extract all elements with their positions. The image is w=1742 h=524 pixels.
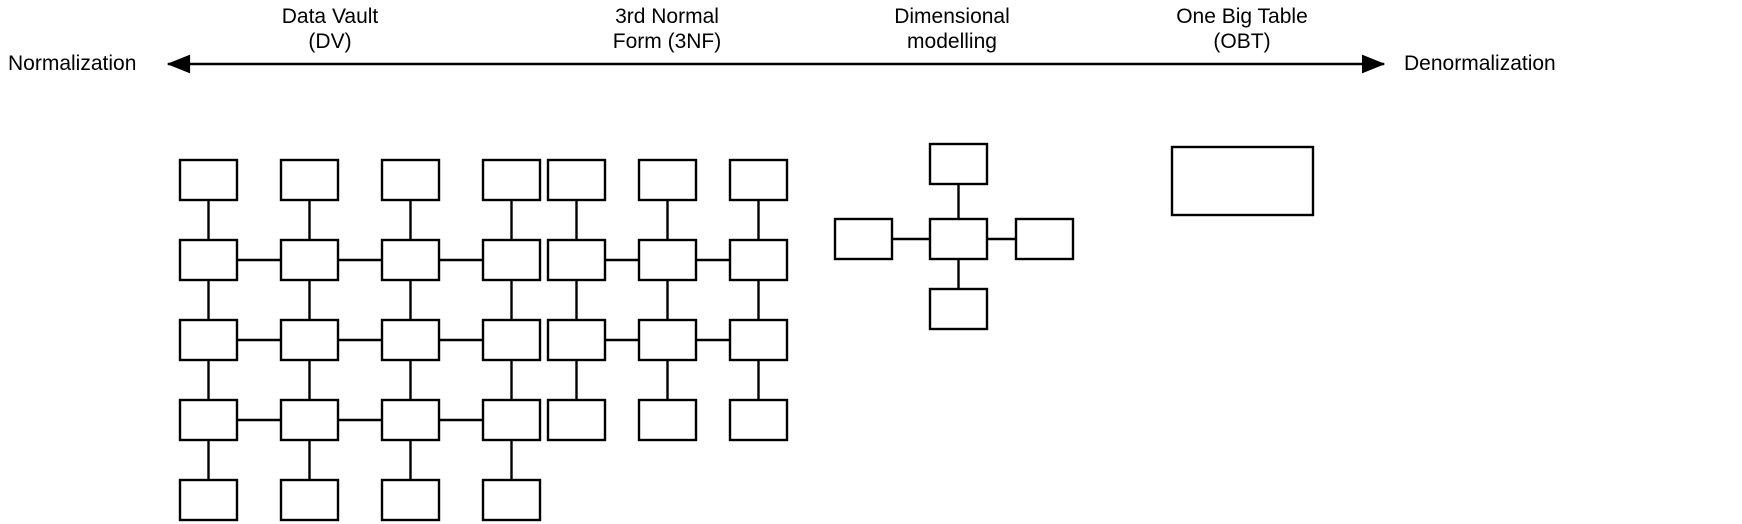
normalization-axis-arrow xyxy=(166,54,1386,74)
stage-title-data-vault: Data Vault (DV) xyxy=(281,5,379,53)
data-vault-grid-node xyxy=(380,398,441,442)
data-vault-grid-node xyxy=(178,158,239,202)
third-normal-form-grid-node xyxy=(546,238,607,282)
dimensional-star-node-fact-top xyxy=(928,142,989,186)
data-vault-grid-node xyxy=(279,478,340,522)
data-vault-grid-node xyxy=(279,398,340,442)
data-vault-grid-node xyxy=(481,158,542,202)
third-normal-form-grid-node xyxy=(637,398,698,442)
third-normal-form-grid-node xyxy=(728,238,789,282)
data-vault-grid-node xyxy=(380,478,441,522)
third-normal-form-grid-node xyxy=(637,238,698,282)
dimensional-star-center-node xyxy=(928,217,989,261)
stage-title-third-normal-form: 3rd Normal Form (3NF) xyxy=(612,5,722,53)
data-vault-grid-node xyxy=(380,318,441,362)
axis-label-denormalization: Denormalization xyxy=(1404,52,1556,75)
third-normal-form-grid-node xyxy=(546,398,607,442)
data-vault-grid-node xyxy=(178,398,239,442)
data-vault-grid-node xyxy=(279,158,340,202)
dimensional-star-node-dim-right xyxy=(1014,217,1075,261)
one-big-table-box-node xyxy=(1170,145,1315,217)
dimensional-star-node-dim-left xyxy=(833,217,894,261)
third-normal-form-grid-node xyxy=(637,158,698,202)
axis-label-normalization: Normalization xyxy=(8,52,137,75)
third-normal-form-grid-node xyxy=(637,318,698,362)
third-normal-form-grid-node xyxy=(546,318,607,362)
dimensional-star-node-dim-bottom xyxy=(928,287,989,331)
data-vault-grid-node xyxy=(178,478,239,522)
data-vault-grid-node xyxy=(481,238,542,282)
data-vault-grid-node xyxy=(481,318,542,362)
data-vault-grid-node xyxy=(178,238,239,282)
third-normal-form-grid-node xyxy=(546,158,607,202)
stage-title-one-big-table: One Big Table (OBT) xyxy=(1176,5,1308,53)
data-vault-grid-node xyxy=(279,318,340,362)
data-vault-grid-node xyxy=(279,238,340,282)
third-normal-form-grid-node xyxy=(728,318,789,362)
stage-title-dimensional-modelling: Dimensional modelling xyxy=(894,5,1010,53)
data-vault-grid-node xyxy=(380,238,441,282)
data-vault-grid-node xyxy=(178,318,239,362)
third-normal-form-grid-node xyxy=(728,158,789,202)
third-normal-form-grid-node xyxy=(728,398,789,442)
data-vault-grid-node xyxy=(380,158,441,202)
data-vault-grid-node xyxy=(481,478,542,522)
data-vault-grid-node xyxy=(481,398,542,442)
